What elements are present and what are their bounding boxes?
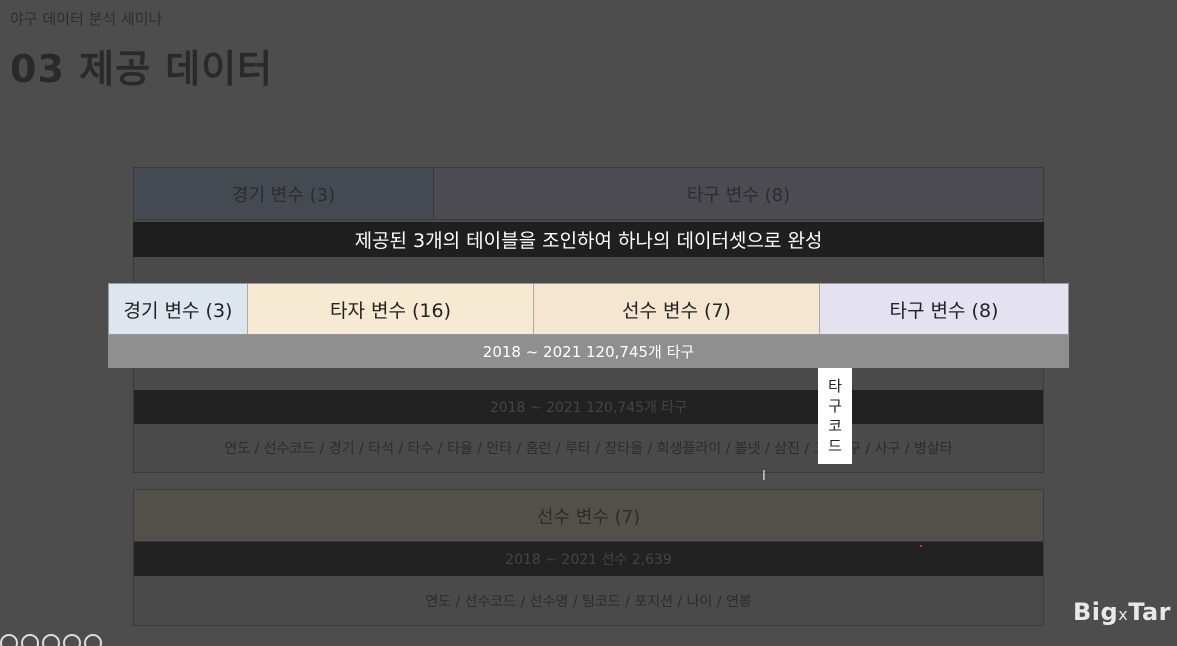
player-table-panel: 선수 변수 (7) 2018 ~ 2021 선수 2,639 연도 / 선수코드… <box>133 489 1044 626</box>
next-icon[interactable] <box>84 634 102 646</box>
pitch-code-char: 타 <box>828 377 842 395</box>
logo-text-part1: Big <box>1073 598 1119 626</box>
logo-text-part2: x <box>1118 605 1129 624</box>
pitch-variables-header: 타구 변수 (8) <box>434 168 1043 219</box>
caption-icon[interactable] <box>42 634 60 646</box>
joined-dataset-summary: 2018 ~ 2021 120,745개 타구 <box>108 335 1069 368</box>
logo-text-part3: Tar <box>1128 598 1171 626</box>
slide-subtitle: 야구 데이터 분석 세미나 <box>10 10 163 28</box>
player-columns-list: 연도 / 선수코드 / 선수명 / 팀코드 / 포지션 / 나이 / 연봉 <box>425 594 752 610</box>
pitch-code-char: 드 <box>828 437 842 455</box>
game-variables-header: 경기 변수 (3) <box>134 168 434 219</box>
prev-icon[interactable] <box>0 634 18 646</box>
joined-game-variables: 경기 변수 (3) <box>109 284 248 334</box>
player-period-bar: 2018 ~ 2021 선수 2,639 <box>134 542 1043 576</box>
pointer-dot <box>920 545 922 547</box>
settings-icon[interactable] <box>63 634 81 646</box>
join-banner: 제공된 3개의 테이블을 조인하여 하나의 데이터셋으로 완성 <box>133 222 1044 257</box>
pitch-code-char: 코 <box>828 417 842 435</box>
batting-period-bar: 2018 ~ 2021 120,745개 타구 <box>134 390 1043 424</box>
up-icon[interactable] <box>21 634 39 646</box>
joined-player-variables: 선수 변수 (7) <box>534 284 820 334</box>
joined-pitch-variables: 타구 변수 (8) <box>820 284 1068 334</box>
batting-columns-list: 연도 / 선수코드 / 경기 / 타석 / 타수 / 타율 / 안타 / 홈런 … <box>224 441 953 457</box>
player-variables-header: 선수 변수 (7) <box>134 490 1043 541</box>
panel-header-row: 경기 변수 (3) 타구 변수 (8) <box>134 168 1043 220</box>
pitch-code-char: 구 <box>828 397 842 415</box>
bigxtar-logo: BigxTar <box>1073 598 1171 626</box>
joined-dataset-row: 경기 변수 (3) 타자 변수 (16) 선수 변수 (7) 타구 변수 (8) <box>108 283 1069 335</box>
player-controls <box>0 634 102 646</box>
pitch-code-label: 타 구 코 드 <box>818 368 852 464</box>
joined-batter-variables: 타자 변수 (16) <box>248 284 534 334</box>
panel-header-row: 선수 변수 (7) <box>134 490 1043 542</box>
slide-title: 03 제공 데이터 <box>10 47 274 91</box>
text-cursor-icon: I <box>762 469 766 484</box>
